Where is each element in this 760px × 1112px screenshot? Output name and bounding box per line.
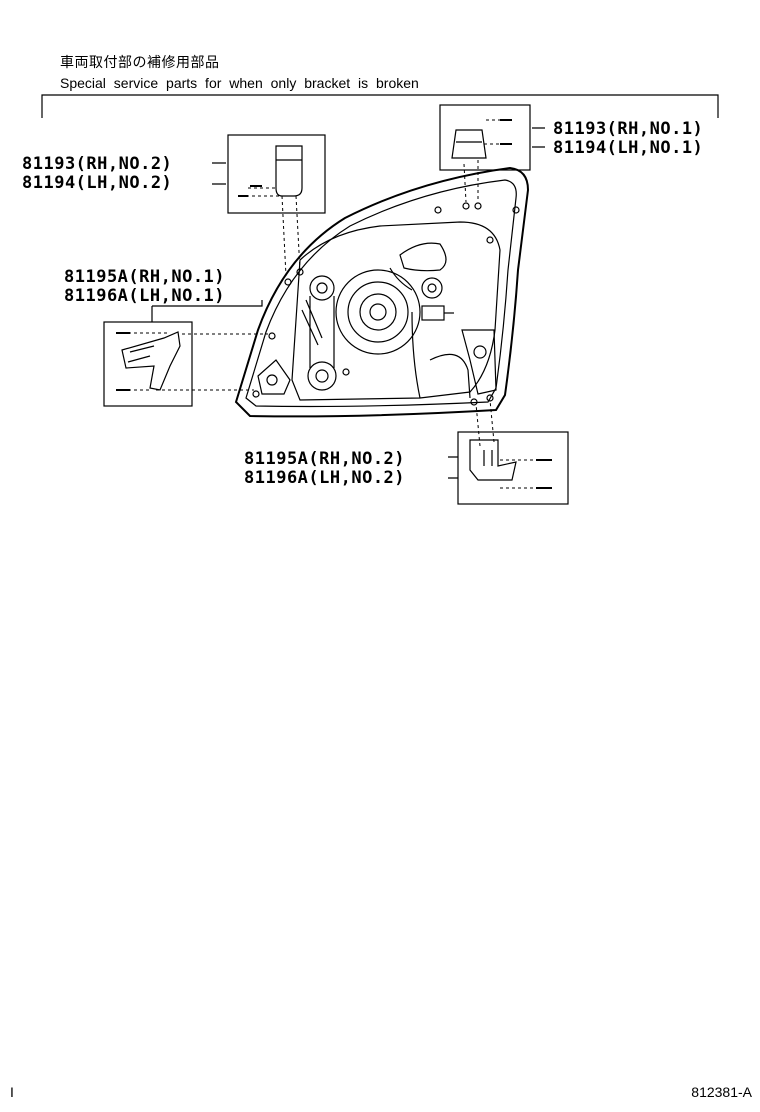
detail-box-no1-top-right [439,104,531,171]
part-number-81193-no1: 81193(RH,NO.1) [553,119,704,139]
japanese-title: 車両取付部の補修用部品 [60,55,220,71]
top-bulb [399,242,447,272]
english-title: Special service parts for when only brac… [60,75,419,91]
bracket-no1-left [121,331,181,391]
bracket-no1-top-right [451,129,487,159]
detail-box-no2-bottom [457,431,569,505]
bulb-socket-outer [335,269,421,355]
bracket-no2-bottom [469,439,517,481]
lamp-housing-inner-outline [245,179,517,408]
bracket-no2-top [275,145,303,197]
wire-harness [411,311,471,399]
part-number-81196a-no2: 81196A(LH,NO.2) [244,468,406,488]
footer-left-mark: I [10,1084,14,1100]
lower-left-bracket [257,359,291,395]
part-number-81194-no1: 81194(LH,NO.1) [553,138,704,158]
adjuster-lower [307,361,337,391]
part-number-81194-no2: 81194(LH,NO.2) [22,173,173,193]
part-number-81195a-no2: 81195A(RH,NO.2) [244,449,406,469]
callout-no1-top-right: 81193(RH,NO.1) 81194(LH,NO.1) [553,120,703,158]
callout-no2-bottom: 81195A(RH,NO.2) 81196A(LH,NO.2) [244,450,405,488]
figure-id: 812381-A [691,1084,752,1100]
bulb-socket-inner [359,293,397,331]
callout-no2-top-left: 81193(RH,NO.2) 81194(LH,NO.2) [22,155,172,193]
adjuster-upper [309,275,335,301]
part-number-81193-no2: 81193(RH,NO.2) [22,154,173,174]
group-bracket-line [41,94,719,118]
detail-box-no2-top-left [227,134,326,214]
lamp-housing-outline [234,166,530,418]
detail-box-no1-left [103,321,193,407]
part-number-81195a-no1: 81195A(RH,NO.1) [64,267,226,287]
part-number-81196a-no1: 81196A(LH,NO.1) [64,286,226,306]
callout-no1-left: 81195A(RH,NO.1) 81196A(LH,NO.1) [64,268,225,306]
side-socket [421,277,443,299]
bulb-socket-mid [347,281,409,343]
